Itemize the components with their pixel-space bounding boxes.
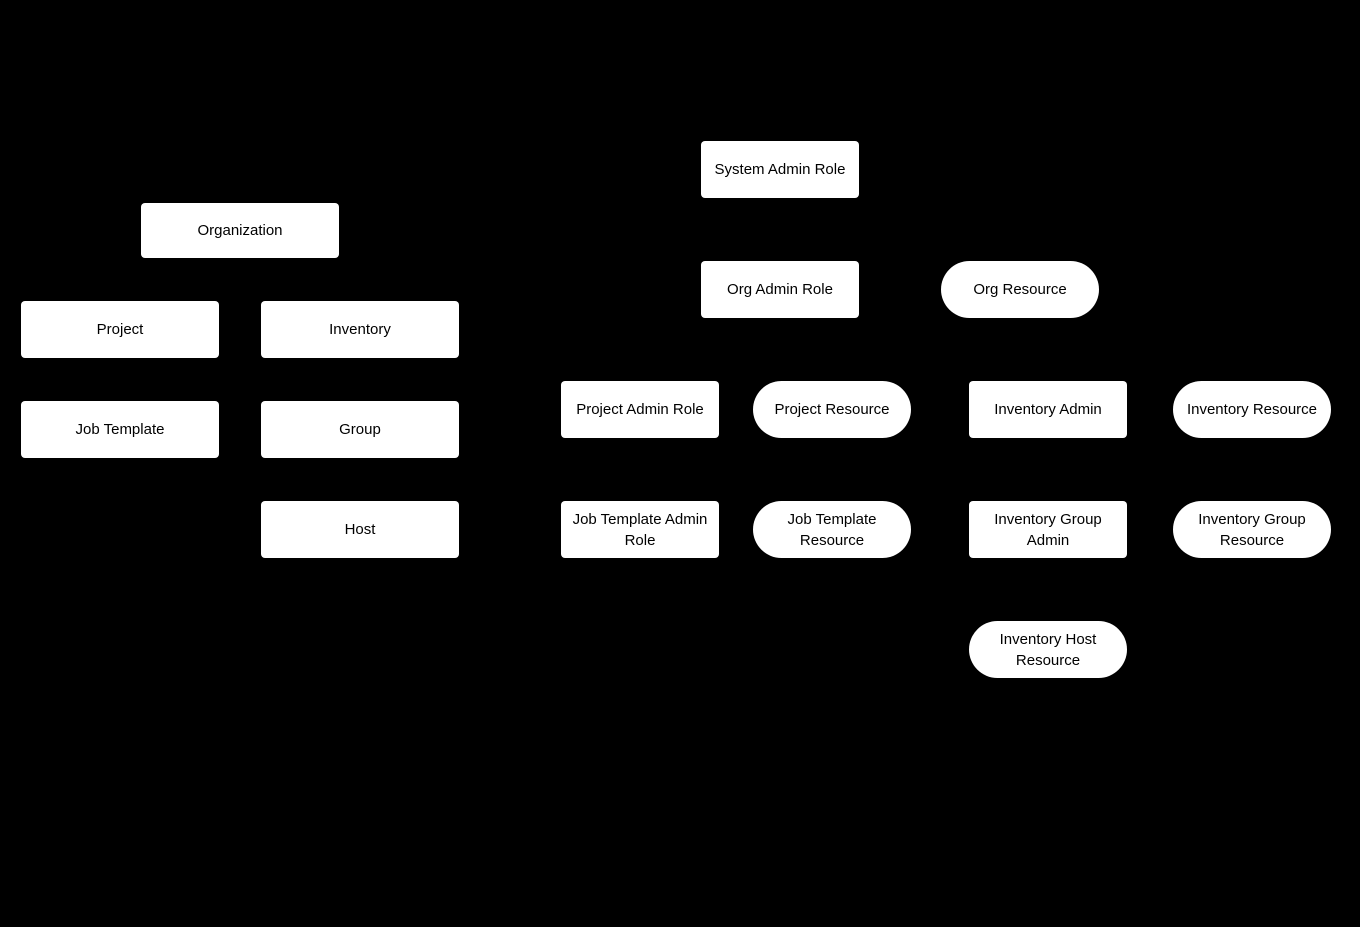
node-inventory-host-resource: Inventory Host Resource [969, 621, 1127, 678]
node-job-template: Job Template [21, 401, 219, 458]
node-inventory-admin: Inventory Admin [969, 381, 1127, 438]
node-project-resource: Project Resource [753, 381, 911, 438]
node-group: Group [261, 401, 459, 458]
node-system-admin-role: System Admin Role [701, 141, 859, 198]
node-job-template-resource: Job Template Resource [753, 501, 911, 558]
node-inventory-group-admin: Inventory Group Admin [969, 501, 1127, 558]
node-project: Project [21, 301, 219, 358]
node-host: Host [261, 501, 459, 558]
node-org-resource: Org Resource [941, 261, 1099, 318]
node-organization: Organization [141, 203, 339, 258]
node-job-template-admin-role: Job Template Admin Role [561, 501, 719, 558]
node-inventory-group-resource: Inventory Group Resource [1173, 501, 1331, 558]
node-project-admin-role: Project Admin Role [561, 381, 719, 438]
node-org-admin-role: Org Admin Role [701, 261, 859, 318]
node-inventory-resource: Inventory Resource [1173, 381, 1331, 438]
node-inventory: Inventory [261, 301, 459, 358]
